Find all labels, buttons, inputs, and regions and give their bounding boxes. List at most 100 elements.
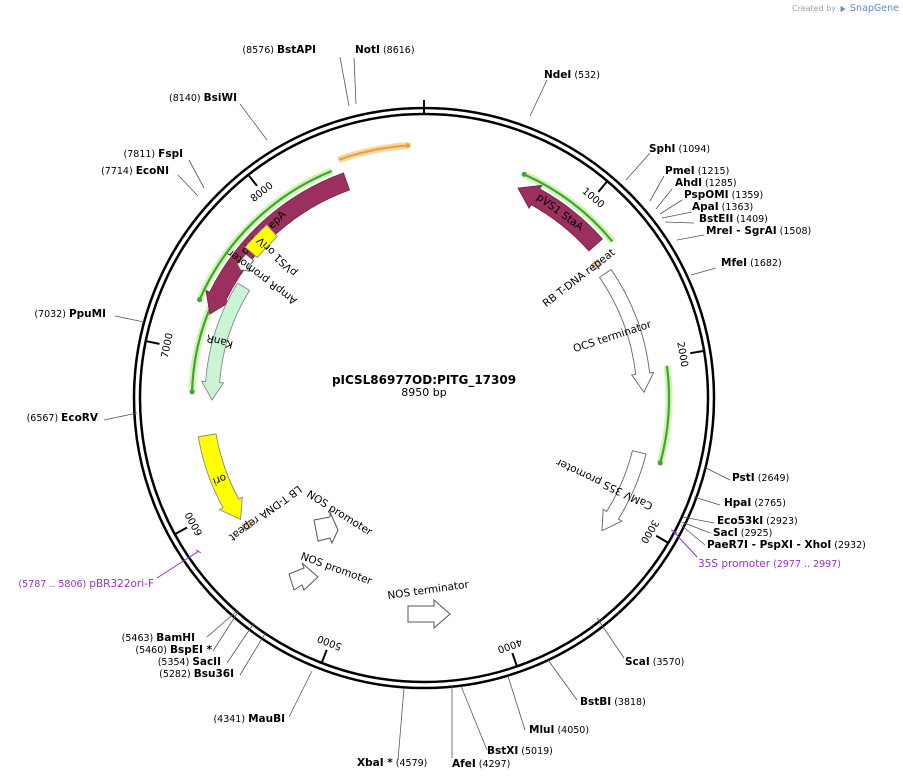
- kanr-arrow: [200, 282, 251, 401]
- lb-repeat-arrow: [241, 520, 254, 532]
- enzyme-site-xbai[interactable]: XbaI * (4579): [357, 757, 427, 769]
- credit-brand: SnapGene: [850, 3, 899, 14]
- tick-label-1000: 1000: [580, 186, 607, 211]
- snapgene-logo-icon: [840, 5, 846, 12]
- enzyme-name-saci: SacI: [713, 527, 738, 539]
- credit-prefix: Created by: [792, 4, 837, 13]
- orf-repa-green-tip: [197, 297, 203, 303]
- enzyme-name-ahdi: AhdI: [675, 177, 702, 189]
- enzyme-site-ndei[interactable]: NdeI (532): [544, 69, 600, 81]
- ocs-terminator-feature[interactable]: OCS terminator: [572, 268, 655, 394]
- enzyme-site-bstbi[interactable]: BstBI (3818): [580, 696, 646, 708]
- enzyme-pos-bsiwi: (8140): [169, 93, 204, 104]
- enzyme-site-bstapi[interactable]: (8576) BstAPI: [242, 44, 316, 56]
- enzyme-pos-hpai: (2765): [751, 498, 786, 509]
- enzyme-name-bsteii: BstEII: [699, 213, 733, 225]
- enzyme-name-mfei: MfeI: [721, 257, 747, 269]
- enzyme-pos-sphi: (1094): [675, 144, 710, 155]
- primer-name-35s-promoter: 35S promoter: [698, 558, 771, 570]
- enzyme-site-afei[interactable]: AfeI (4297): [452, 758, 510, 770]
- enzyme-site-bamhi[interactable]: (5463) BamHI: [122, 632, 195, 644]
- nos-promoter-1-feature[interactable]: NOS promoter: [304, 488, 375, 545]
- plasmid-size: 8950 bp: [401, 386, 446, 399]
- enzyme-name-sacii: SacII: [192, 656, 221, 668]
- orf-top[interactable]: [338, 144, 409, 161]
- tick-label-6000: 6000: [184, 510, 206, 538]
- nos-promoter-2-feature[interactable]: NOS promoter: [288, 551, 374, 591]
- tick-mark-5000: [320, 649, 328, 664]
- enzyme-site-ahdi[interactable]: AhdI (1285): [675, 177, 737, 189]
- enzyme-site-econi[interactable]: (7714) EcoNI: [101, 165, 169, 177]
- enzyme-name-bspei: BspEI *: [170, 644, 213, 656]
- enzyme-name-bsiwi: BsiWI: [204, 92, 237, 104]
- enzyme-pos-econi: (7714): [101, 166, 136, 177]
- enzyme-site-bstxi[interactable]: BstXI (5019): [487, 745, 553, 757]
- tick-mark-7000: [145, 340, 160, 345]
- enzyme-site-ecorv[interactable]: (6567) EcoRV: [27, 412, 99, 424]
- enzyme-site-sacii[interactable]: (5354) SacII: [158, 656, 221, 668]
- enzyme-site-maubi[interactable]: (4341) MauBI: [213, 713, 285, 725]
- enzyme-pos-psti: (2649): [755, 473, 790, 484]
- primer-35s-promoter[interactable]: 35S promoter (2977 .. 2997): [698, 558, 841, 570]
- enzyme-name-sphi: SphI: [649, 143, 675, 155]
- pvs1-oriv-arrow: [244, 224, 279, 259]
- tick-label-7000: 7000: [160, 332, 176, 359]
- enzyme-site-saci[interactable]: SacI (2925): [713, 527, 772, 539]
- enzyme-site-mlui[interactable]: MluI (4050): [529, 724, 589, 736]
- nos-terminator-feature[interactable]: NOS terminator: [387, 579, 470, 630]
- enzyme-site-hpai[interactable]: HpaI (2765): [724, 497, 786, 509]
- primer-pbr322ori-f[interactable]: (5787 .. 5806) pBR322ori-F: [18, 578, 154, 590]
- enzyme-name-mrei-sgrai: MreI - SgrAI: [706, 225, 777, 237]
- orf-staa-green[interactable]: [523, 173, 614, 243]
- enzyme-site-eco53ki[interactable]: Eco53kI (2923): [717, 515, 798, 527]
- enzyme-pos-ndei: (532): [571, 70, 600, 81]
- enzyme-site-pmei[interactable]: PmeI (1215): [665, 165, 729, 177]
- orf-right-green[interactable]: [659, 365, 671, 464]
- enzyme-pos-mlui: (4050): [554, 725, 589, 736]
- enzyme-site-mfei[interactable]: MfeI (1682): [721, 257, 782, 269]
- enzyme-name-eco53ki: Eco53kI: [717, 515, 763, 527]
- enzyme-site-bsteii[interactable]: BstEII (1409): [699, 213, 768, 225]
- enzyme-site-scai[interactable]: ScaI (3570): [625, 656, 684, 668]
- orf-top-tip: [405, 143, 411, 149]
- enzyme-pos-ppumi: (7032): [34, 309, 69, 320]
- enzyme-site-bspei[interactable]: (5460) BspEI *: [135, 644, 212, 656]
- kanr-feature[interactable]: KanR: [200, 282, 251, 401]
- ori-feature[interactable]: ori: [197, 433, 243, 521]
- camv-35s-arrow: [601, 450, 647, 532]
- enzyme-labels: (8576) BstAPI NotI (8616) NdeI (532) (8140)…: [27, 44, 866, 770]
- enzyme-site-sphi[interactable]: SphI (1094): [649, 143, 710, 155]
- enzyme-site-bsu36i[interactable]: (5282) Bsu36I: [159, 668, 234, 680]
- enzyme-pos-xbai: (4579): [393, 758, 428, 769]
- enzyme-site-paer7i-pspxi-xhoi[interactable]: PaeR7I - PspXI - XhoI (2932): [707, 539, 866, 551]
- enzyme-site-mrei-sgrai[interactable]: MreI - SgrAI (1508): [706, 225, 811, 237]
- primer-range-pbr322ori-f: (5787 .. 5806): [18, 579, 89, 590]
- enzyme-site-psti[interactable]: PstI (2649): [732, 472, 789, 484]
- enzyme-name-bsu36i: Bsu36I: [194, 668, 234, 680]
- enzyme-pos-saci: (2925): [738, 528, 773, 539]
- enzyme-name-maubi: MauBI: [248, 713, 285, 725]
- enzyme-name-pmei: PmeI: [665, 165, 695, 177]
- enzyme-pos-noti: (8616): [380, 45, 415, 56]
- pvs1-staa-arrow: [517, 184, 603, 252]
- enzyme-site-fspi[interactable]: (7811) FspI: [124, 148, 183, 160]
- nos-terminator-label: NOS terminator: [387, 579, 470, 602]
- tick-label-8000: 8000: [249, 180, 276, 204]
- ocs-terminator-arrow: [598, 268, 655, 394]
- enzyme-name-noti: NotI: [355, 44, 380, 56]
- orf-right-green-tip: [657, 460, 663, 466]
- enzyme-site-pspomi[interactable]: PspOMI (1359): [684, 189, 763, 201]
- orf-repa-green[interactable]: [198, 169, 333, 301]
- enzyme-site-ppumi[interactable]: (7032) PpuMI: [34, 308, 106, 320]
- enzyme-pos-bamhi: (5463): [122, 633, 157, 644]
- enzyme-site-bsiwi[interactable]: (8140) BsiWI: [169, 92, 237, 104]
- enzyme-site-noti[interactable]: NotI (8616): [355, 44, 415, 56]
- tick-mark-6000: [174, 526, 188, 536]
- camv-35s-feature[interactable]: CaMV 35S promoter: [554, 450, 655, 532]
- enzyme-site-apai[interactable]: ApaI (1363): [692, 201, 753, 213]
- orf-kan-green-tip: [189, 389, 195, 395]
- enzyme-name-bstapi: BstAPI: [277, 44, 316, 56]
- enzyme-name-pspomi: PspOMI: [684, 189, 729, 201]
- enzyme-name-bstxi: BstXI: [487, 745, 518, 757]
